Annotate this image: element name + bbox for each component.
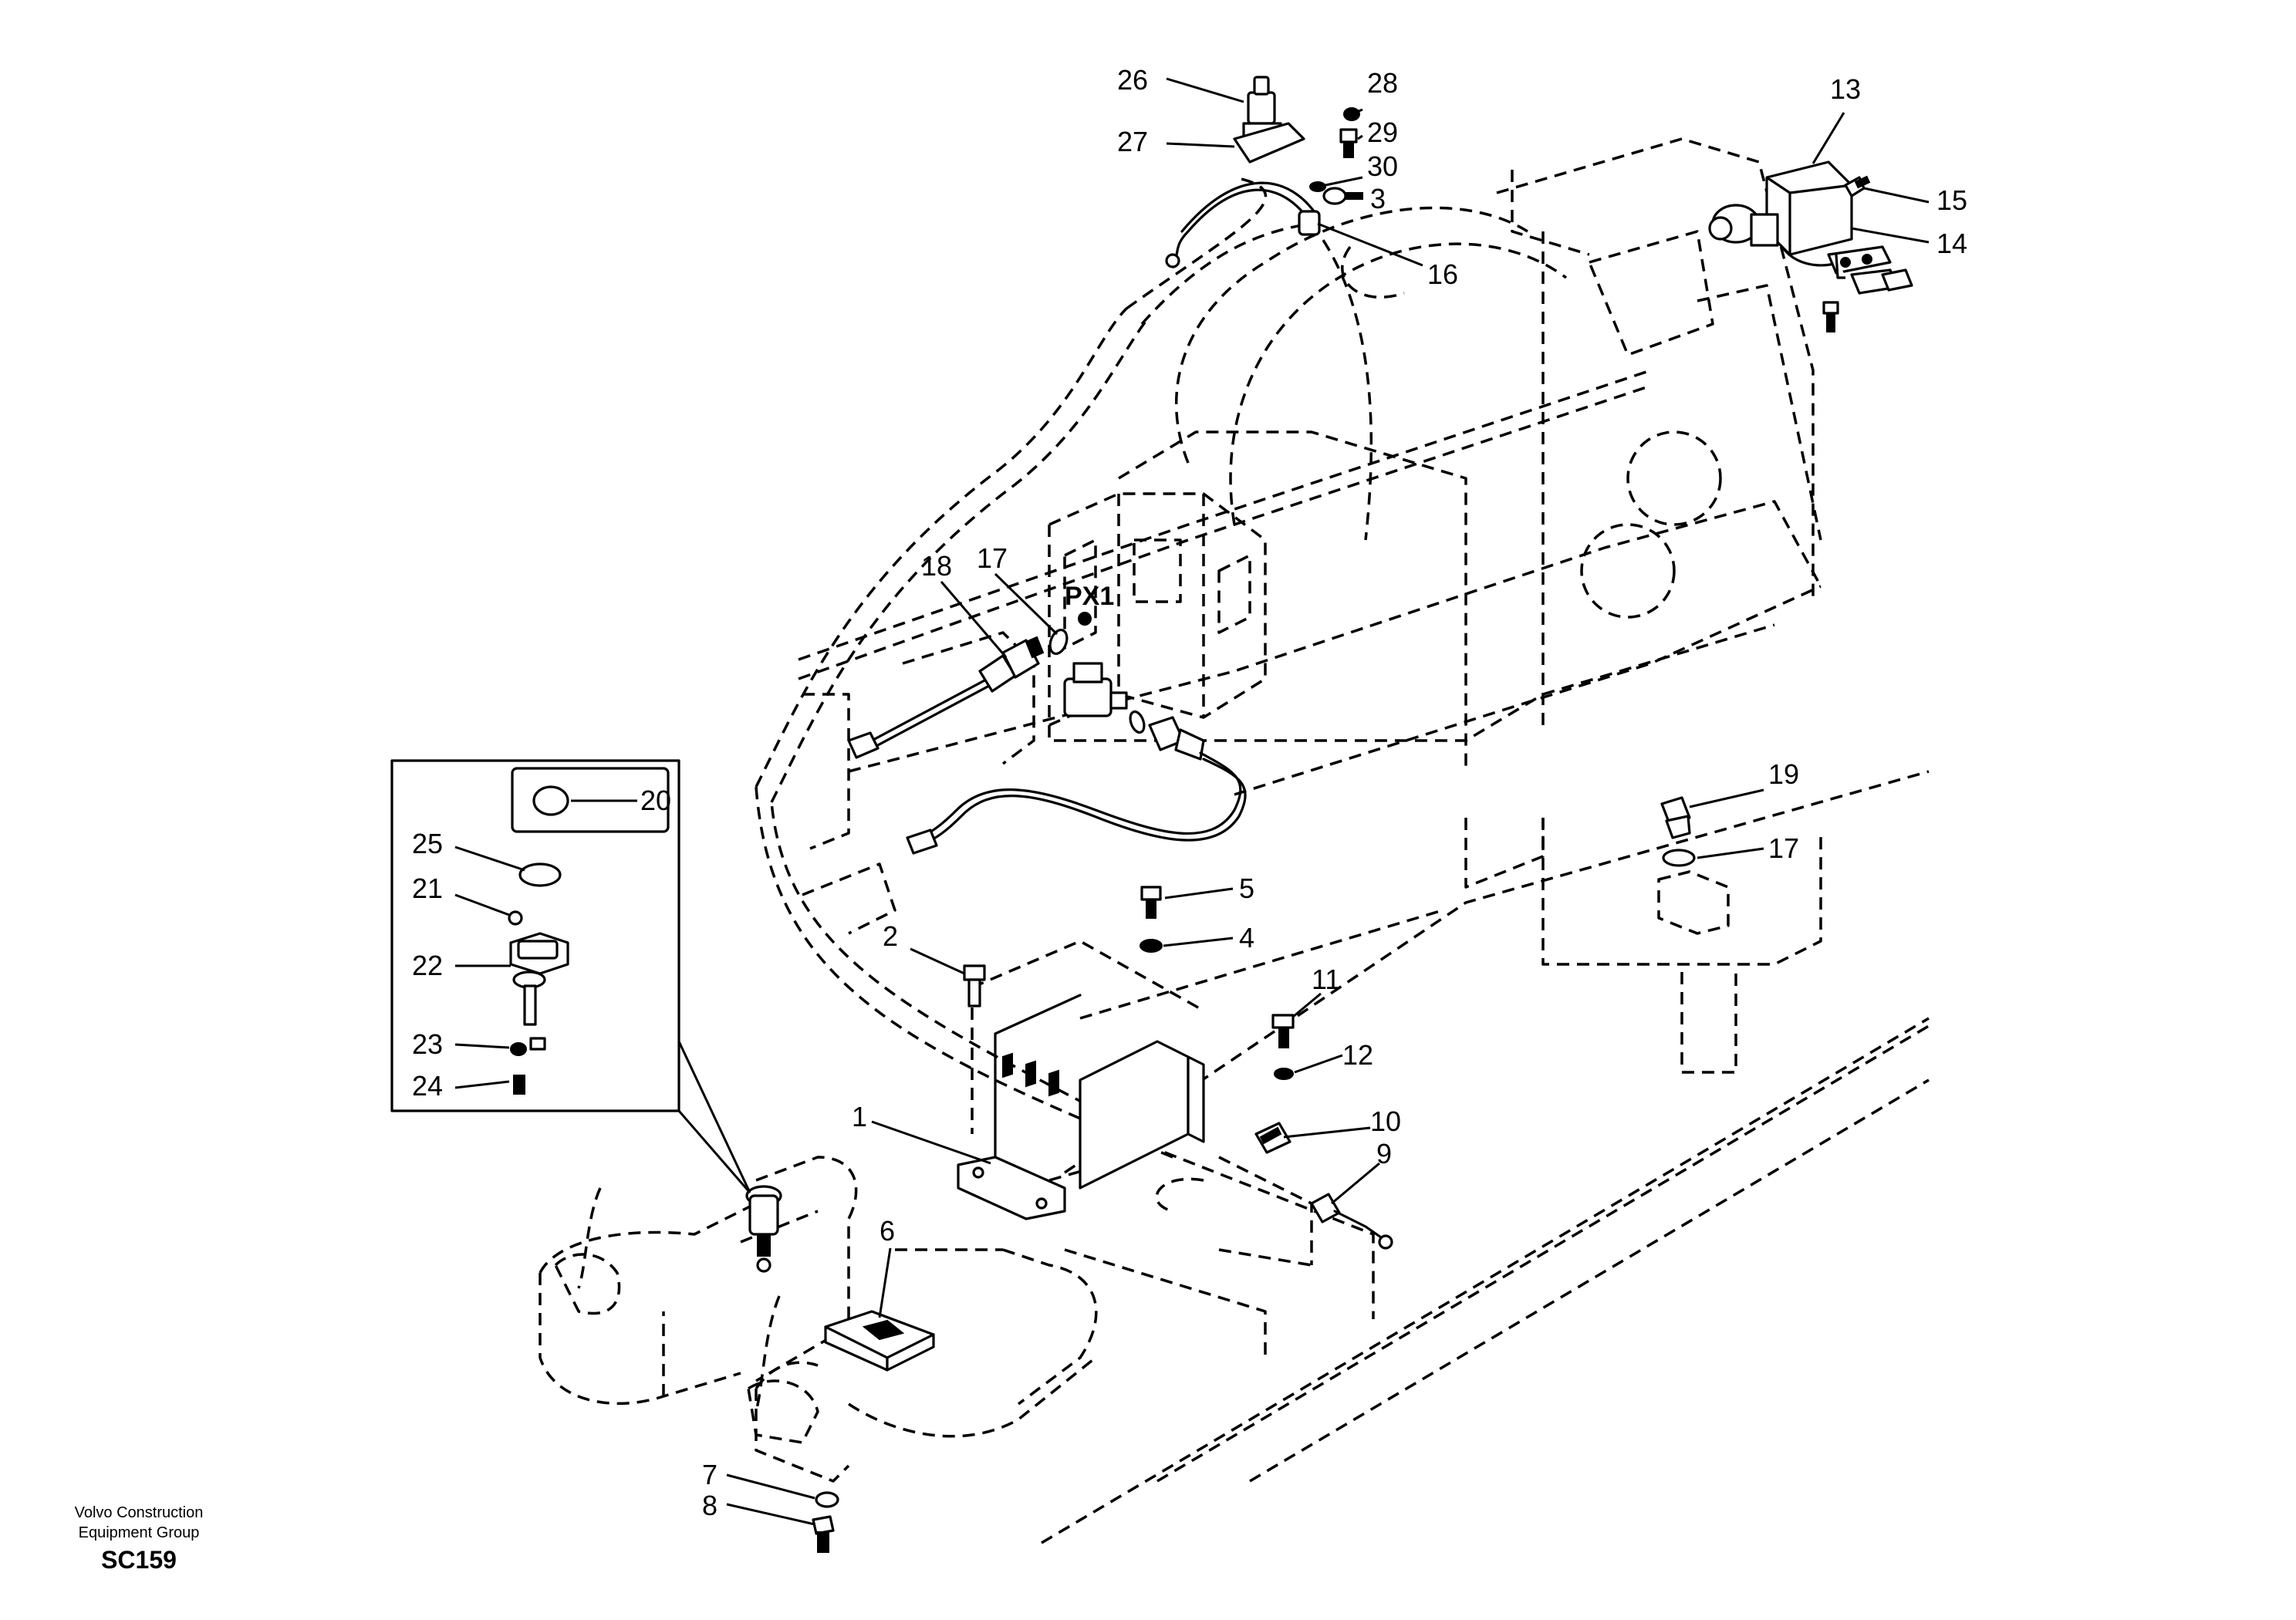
callout-21: 21: [412, 872, 443, 904]
inset-detail: [390, 759, 751, 1193]
callout-13: 13: [1830, 73, 1861, 105]
callout-5: 5: [1239, 872, 1254, 904]
callout-14: 14: [1936, 228, 1967, 259]
part-6-pad: [824, 1310, 935, 1372]
callout-1: 1: [852, 1101, 867, 1132]
callout-28: 28: [1367, 67, 1398, 99]
part-9-connector: [1310, 1193, 1393, 1250]
parts: [745, 76, 1913, 1553]
callout-26: 26: [1117, 64, 1148, 96]
callout-15: 15: [1936, 184, 1967, 216]
part-5-bolt: [1140, 886, 1162, 919]
callout-27: 27: [1117, 126, 1148, 157]
part-17-o-ring-upper: [1048, 628, 1069, 656]
callout-2: 2: [883, 920, 898, 952]
part-1-bracket: [957, 994, 1205, 1220]
part-10-switch: [1254, 1122, 1292, 1154]
callout-4: 4: [1239, 922, 1254, 953]
callout-20: 20: [640, 785, 671, 816]
callout-6: 6: [880, 1215, 895, 1247]
callout-25: 25: [412, 828, 443, 859]
part-11-bolt: [1271, 1014, 1295, 1048]
callout-7: 7: [702, 1459, 718, 1490]
credit-line-1: Volvo Construction: [74, 1504, 204, 1521]
leader-lines: [454, 77, 1930, 1526]
part-12-washer: [1274, 1068, 1294, 1080]
part-18-sensor: [847, 636, 1045, 759]
seat-switch: [745, 1185, 782, 1273]
part-19-sensor: [1660, 796, 1691, 839]
part-15-screw: [1844, 175, 1871, 197]
callout-18: 18: [921, 550, 952, 582]
px1-label: PX1: [1065, 582, 1114, 611]
part-16-cable: [1165, 181, 1321, 268]
part-30-washer: [1309, 181, 1326, 192]
callout-17-lower: 17: [1768, 832, 1799, 864]
part-7-washer: [815, 1491, 839, 1508]
part-8-bolt: [812, 1515, 835, 1553]
callout-30: 30: [1367, 150, 1398, 182]
callout-10: 10: [1370, 1105, 1401, 1137]
part-29-bolt: [1339, 128, 1358, 158]
callout-17-upper: 17: [977, 542, 1008, 574]
part-2-bolt: [963, 964, 986, 1007]
callout-24: 24: [412, 1070, 443, 1102]
part-4-washer: [1140, 939, 1163, 953]
callout-12: 12: [1342, 1039, 1373, 1071]
callout-16: 16: [1427, 258, 1458, 290]
callout-23: 23: [412, 1028, 443, 1060]
part-27-bracket: [1233, 122, 1305, 164]
credit-line-2: Equipment Group: [78, 1524, 200, 1541]
lower-pressure-sensor: [906, 710, 1247, 855]
part-3-screw: [1322, 187, 1363, 205]
callout-9: 9: [1376, 1138, 1392, 1169]
callout-22: 22: [412, 950, 443, 981]
sheet-code: SC159: [101, 1546, 177, 1574]
machine-outline: [539, 137, 1930, 1544]
part-13-relay: [1708, 160, 1853, 267]
part-17-o-ring-lower: [1662, 849, 1696, 867]
callout-3: 3: [1370, 183, 1386, 214]
relay-mount-screw: [1822, 301, 1839, 332]
callout-8: 8: [702, 1490, 718, 1521]
part-14-terminals: [1827, 245, 1913, 295]
callout-11: 11: [1312, 964, 1340, 995]
px1-fitting: [1063, 612, 1128, 717]
callout-29: 29: [1367, 116, 1398, 148]
callout-19: 19: [1768, 758, 1799, 790]
callouts: 26 27 28 29 30 3 16 13 15 14 18 17 PX1 1…: [412, 64, 1967, 1521]
